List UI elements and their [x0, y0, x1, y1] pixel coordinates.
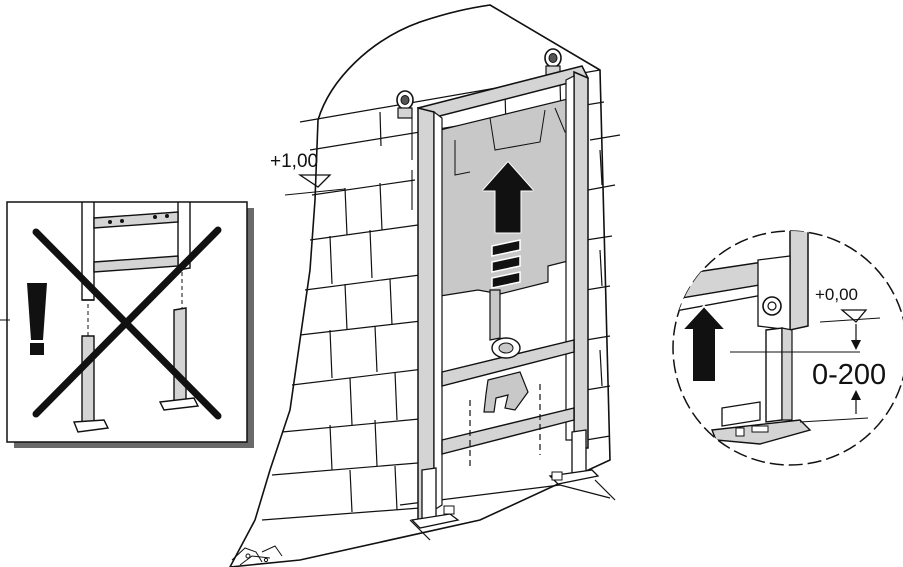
pan-connector: [483, 371, 529, 413]
height-detail: +0,00 0-200: [672, 230, 903, 466]
anchor-bolt-right: [544, 48, 562, 77]
height-range-label: 0-200: [812, 359, 886, 391]
exclamation-mark-icon: [27, 283, 47, 355]
installation-frame: [396, 48, 600, 529]
top-level-mark: +1,00: [270, 151, 346, 196]
prohibited-inset: [0, 201, 254, 448]
cross-out-icon: [32, 226, 222, 420]
detail-arrow-up-icon: [679, 304, 729, 383]
top-level-label: +1,00: [270, 151, 318, 172]
wall: [229, 4, 621, 567]
raise-direction-marks: [491, 239, 521, 289]
drain-pipe: [489, 289, 521, 359]
anchor-bolt-left: [396, 90, 414, 119]
floor-level-label: +0,00: [815, 285, 858, 304]
arrow-up-icon: [482, 161, 534, 234]
